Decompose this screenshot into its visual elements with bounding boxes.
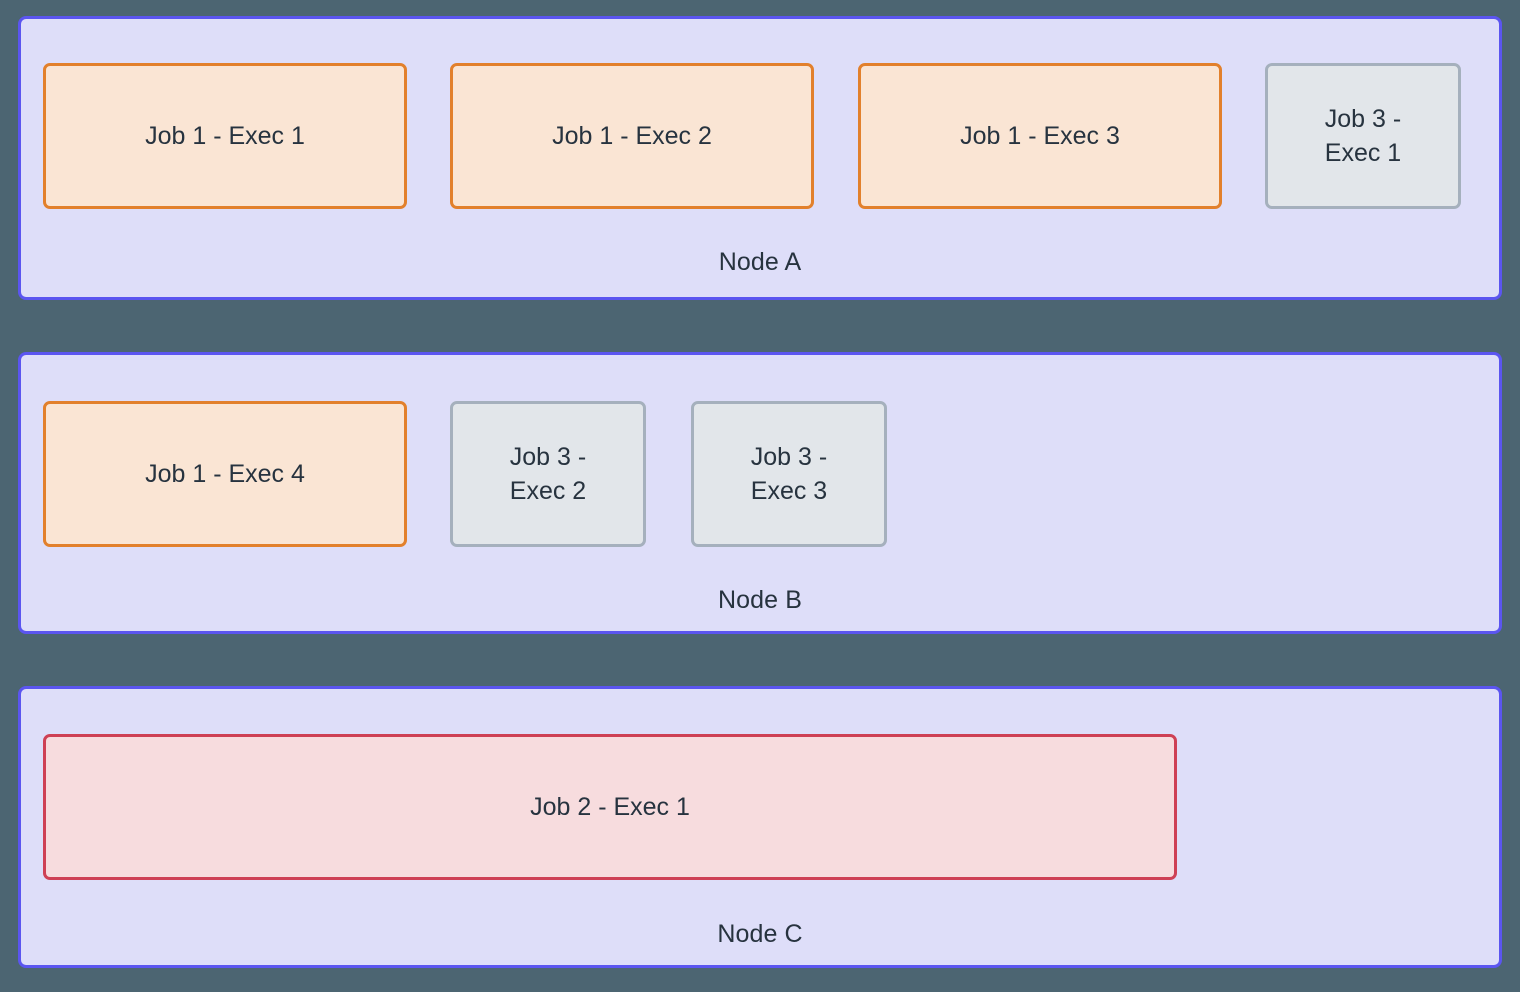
executor-box-job1-exec2[interactable]: Job 1 - Exec 2 [450,63,814,209]
executor-box-job3-exec3[interactable]: Job 3 - Exec 3 [691,401,887,547]
executor-box-job3-exec2[interactable]: Job 3 - Exec 2 [450,401,646,547]
executor-box-job1-exec3[interactable]: Job 1 - Exec 3 [858,63,1222,209]
node-label-a: Node A [718,248,802,276]
node-label-b: Node B [718,586,802,614]
node-container-b[interactable]: Job 1 - Exec 4 Job 3 - Exec 2 Job 3 - Ex… [18,352,1502,634]
executor-box-job3-exec1[interactable]: Job 3 - Exec 1 [1265,63,1461,209]
node-container-a[interactable]: Job 1 - Exec 1 Job 1 - Exec 2 Job 1 - Ex… [18,16,1502,300]
executor-box-job1-exec4[interactable]: Job 1 - Exec 4 [43,401,407,547]
node-container-c[interactable]: Job 2 - Exec 1 Node C [18,686,1502,968]
executor-box-job1-exec1[interactable]: Job 1 - Exec 1 [43,63,407,209]
executor-box-job2-exec1[interactable]: Job 2 - Exec 1 [43,734,1177,880]
node-label-c: Node C [717,920,803,948]
